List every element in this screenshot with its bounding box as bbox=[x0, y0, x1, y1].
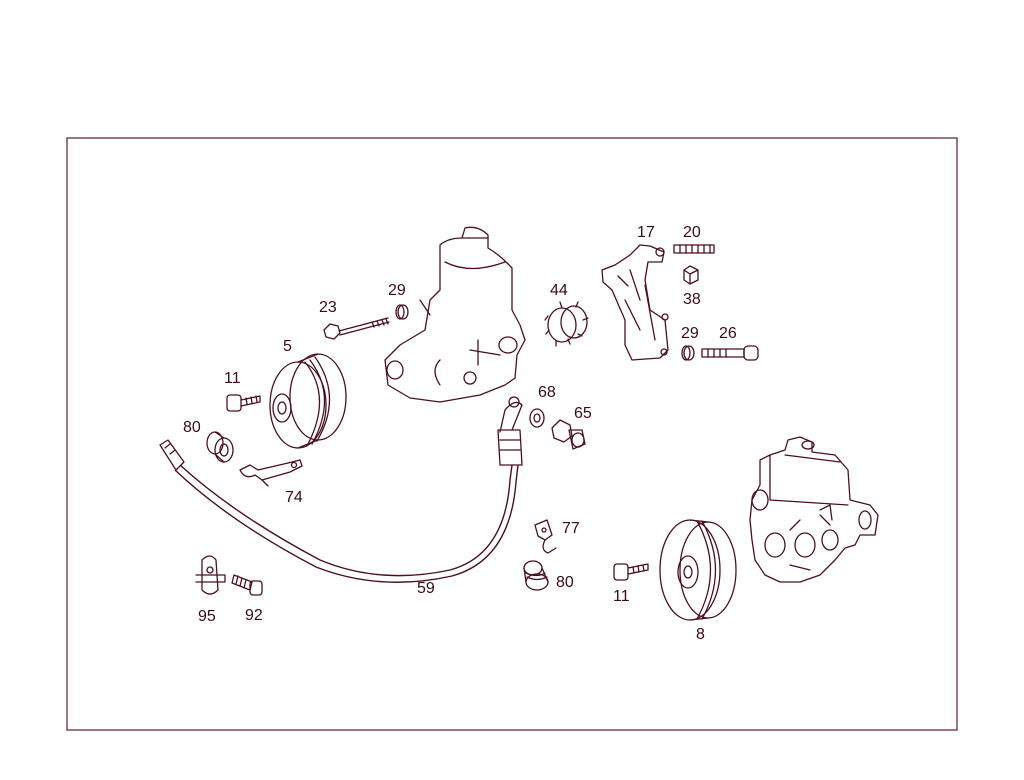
label-11-upper: 11 bbox=[224, 370, 241, 387]
label-29-lower: 29 bbox=[681, 325, 699, 342]
diagram-frame bbox=[66, 137, 958, 731]
label-92: 92 bbox=[245, 607, 263, 624]
bolt-11-lower bbox=[613, 563, 649, 581]
washer-68 bbox=[529, 408, 545, 428]
label-65: 65 bbox=[574, 405, 592, 422]
bolt-26 bbox=[701, 345, 759, 361]
label-59: 59 bbox=[417, 580, 435, 597]
hose-59 bbox=[159, 396, 523, 583]
label-80-lower: 80 bbox=[556, 574, 574, 591]
label-17: 17 bbox=[637, 224, 655, 241]
gear-44 bbox=[544, 301, 589, 347]
steering-pump-old bbox=[384, 226, 526, 403]
label-95: 95 bbox=[198, 608, 216, 625]
pulley-8 bbox=[659, 519, 737, 621]
clip-77 bbox=[534, 519, 557, 554]
bushing-80-lower bbox=[523, 560, 549, 591]
stud-20 bbox=[673, 244, 715, 254]
label-80-upper: 80 bbox=[183, 419, 201, 436]
label-38: 38 bbox=[683, 291, 701, 308]
label-8: 8 bbox=[696, 626, 705, 643]
clamp-95 bbox=[195, 555, 226, 595]
label-68: 68 bbox=[538, 384, 556, 401]
label-77: 77 bbox=[562, 520, 580, 537]
label-74: 74 bbox=[285, 489, 303, 506]
bolt-23 bbox=[323, 317, 390, 340]
nut-38 bbox=[683, 265, 699, 285]
pulley-5 bbox=[269, 353, 347, 449]
label-20: 20 bbox=[683, 224, 701, 241]
washer-29-lower bbox=[681, 345, 695, 361]
label-5: 5 bbox=[283, 338, 292, 355]
washer-29-upper bbox=[395, 304, 409, 320]
label-23: 23 bbox=[319, 299, 337, 316]
label-26: 26 bbox=[719, 325, 737, 342]
bracket-17 bbox=[601, 244, 669, 361]
banjo-bolt-65 bbox=[551, 419, 586, 450]
bushing-80-upper bbox=[206, 431, 234, 463]
bolt-11-upper bbox=[226, 394, 261, 412]
bracket-74 bbox=[239, 459, 303, 487]
screw-92 bbox=[231, 574, 263, 596]
steering-pump-new bbox=[749, 436, 879, 583]
label-29-upper: 29 bbox=[388, 282, 406, 299]
label-44: 44 bbox=[550, 282, 568, 299]
label-11-lower: 11 bbox=[613, 588, 630, 605]
